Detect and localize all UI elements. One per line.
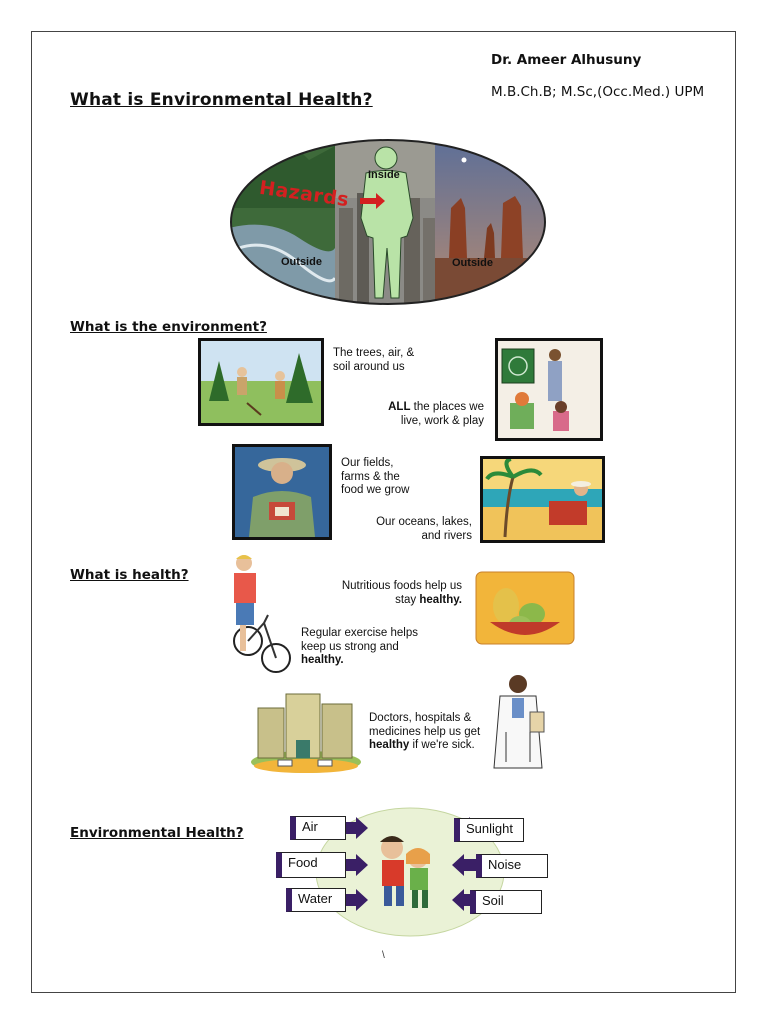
caption-farms: Our fields, farms & the food we grow [341, 457, 410, 496]
label-air: Air [290, 816, 346, 840]
hero-illustration: Hazards Inside Outside Outside [229, 138, 547, 306]
caption-places: ALL the places we live, work & play [388, 401, 484, 427]
beach-image [480, 456, 605, 543]
outside-left-label: Outside [281, 256, 322, 268]
env-health-diagram: Air Food Water Sunlight Noise Soil [272, 804, 552, 940]
hospital-image [248, 688, 364, 774]
caption-foods: Nutritious foods help us stay healthy. [341, 580, 462, 606]
author-credentials: M.B.Ch.B; M.Sc,(Occ.Med.) UPM [491, 84, 705, 100]
trees-image [198, 338, 324, 426]
outside-right-label: Outside [452, 257, 493, 269]
author-name: Dr. Ameer Alhusuny [491, 52, 642, 68]
page-title: What is Environmental Health? [70, 90, 373, 110]
classroom-image [495, 338, 603, 441]
caption-doctors: Doctors, hospitals & medicines help us g… [369, 712, 481, 751]
label-soil: Soil [470, 890, 542, 914]
label-noise: Noise [476, 854, 548, 878]
doctor-image [486, 672, 548, 772]
label-sunlight: Sunlight [454, 818, 524, 842]
footer-mark: \ [382, 950, 385, 961]
section-heading-env-health: Environmental Health? [70, 825, 244, 841]
label-water: Water [286, 888, 346, 912]
fruit-bowl-image [474, 570, 576, 646]
farmer-image [232, 444, 332, 540]
section-heading-health: What is health? [70, 567, 189, 583]
label-food: Food [276, 852, 346, 878]
section-heading-environment: What is the environment? [70, 319, 267, 335]
inside-label: Inside [368, 169, 400, 181]
caption-exercise: Regular exercise helps keep us strong an… [301, 627, 418, 666]
caption-trees: The trees, air, & soil around us [333, 347, 415, 373]
caption-oceans: Our oceans, lakes, and rivers [376, 516, 472, 542]
cyclist-image [222, 553, 294, 675]
